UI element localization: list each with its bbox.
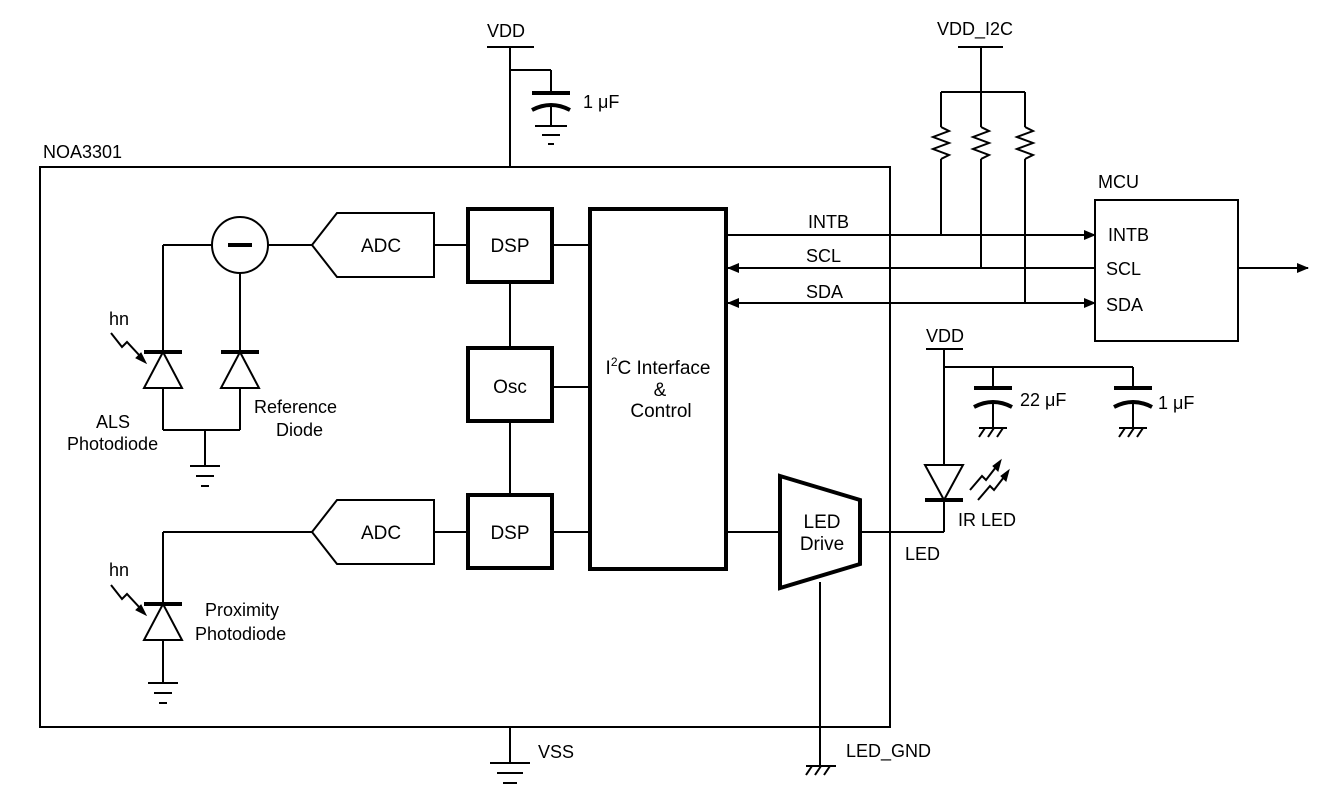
ir-led [923, 464, 965, 503]
i2c-amp-label: & [654, 380, 667, 401]
reference-label-2: Diode [276, 420, 323, 440]
hn-als-label: hn [109, 309, 129, 329]
led-supply-wires [860, 348, 1134, 533]
osc-label: Osc [493, 377, 527, 398]
adc-top-label: ADC [361, 236, 401, 257]
vss-label: VSS [538, 742, 574, 762]
led-drive-block [778, 473, 862, 591]
adc-bottom-label: ADC [361, 523, 401, 544]
reference-diode [219, 349, 261, 389]
capacitor-1uf-b [1113, 386, 1153, 438]
intb-line-label: INTB [808, 212, 849, 232]
scl-line-label: SCL [806, 246, 841, 266]
proximity-label-2: Photodiode [195, 624, 286, 644]
led-gnd-label: LED_GND [846, 741, 931, 762]
mcu-scl-label: SCL [1106, 259, 1141, 279]
vdd-top-label: VDD [487, 21, 525, 41]
mcu-block [1094, 199, 1239, 342]
vdd-i2c-label: VDD_I2C [937, 19, 1013, 40]
proximity-wires [148, 531, 312, 704]
dsp-bottom-label: DSP [490, 523, 529, 544]
ir-emission-arrows [969, 458, 1010, 501]
capacitor-top [531, 91, 571, 145]
pullup-resistors [930, 46, 1036, 303]
hn-prox-label: hn [109, 560, 129, 580]
chip-boundary [39, 166, 891, 728]
led-drive-label-2: Drive [800, 534, 844, 555]
reference-label-1: Reference [254, 397, 337, 417]
als-photodiode [142, 349, 184, 389]
als-wires [162, 244, 312, 487]
ir-led-label: IR LED [958, 510, 1016, 530]
vdd-top-rail [487, 46, 552, 167]
cap-22uf-label: 22 μF [1020, 390, 1066, 410]
i2c-control-block [588, 207, 728, 571]
light-arrow-prox [110, 584, 148, 617]
mcu-label: MCU [1098, 172, 1139, 192]
proximity-label-1: Proximity [205, 600, 279, 620]
i2c-interface-label: I2C Interface [606, 355, 711, 379]
led-gnd-wire [805, 582, 836, 776]
proximity-photodiode [142, 601, 184, 641]
cap-1uf-b-label: 1 μF [1158, 393, 1194, 413]
mcu-sda-label: SDA [1106, 295, 1143, 315]
als-label-2: Photodiode [67, 434, 158, 454]
dsp-top-label: DSP [490, 236, 529, 257]
subtractor [211, 216, 269, 274]
i2c-control-label: Control [630, 401, 691, 422]
light-arrow-als [110, 332, 148, 365]
led-pin-label: LED [905, 544, 940, 564]
cap-top-label: 1 μF [583, 92, 619, 112]
vdd-led-label: VDD [926, 326, 964, 346]
sda-line-label: SDA [806, 282, 843, 302]
chip-name-label: NOA3301 [43, 142, 122, 162]
mcu-intb-label: INTB [1108, 225, 1149, 245]
capacitor-22uf [973, 386, 1013, 438]
vss-ground [490, 727, 530, 784]
led-drive-label-1: LED [804, 512, 841, 533]
als-label-1: ALS [96, 412, 130, 432]
